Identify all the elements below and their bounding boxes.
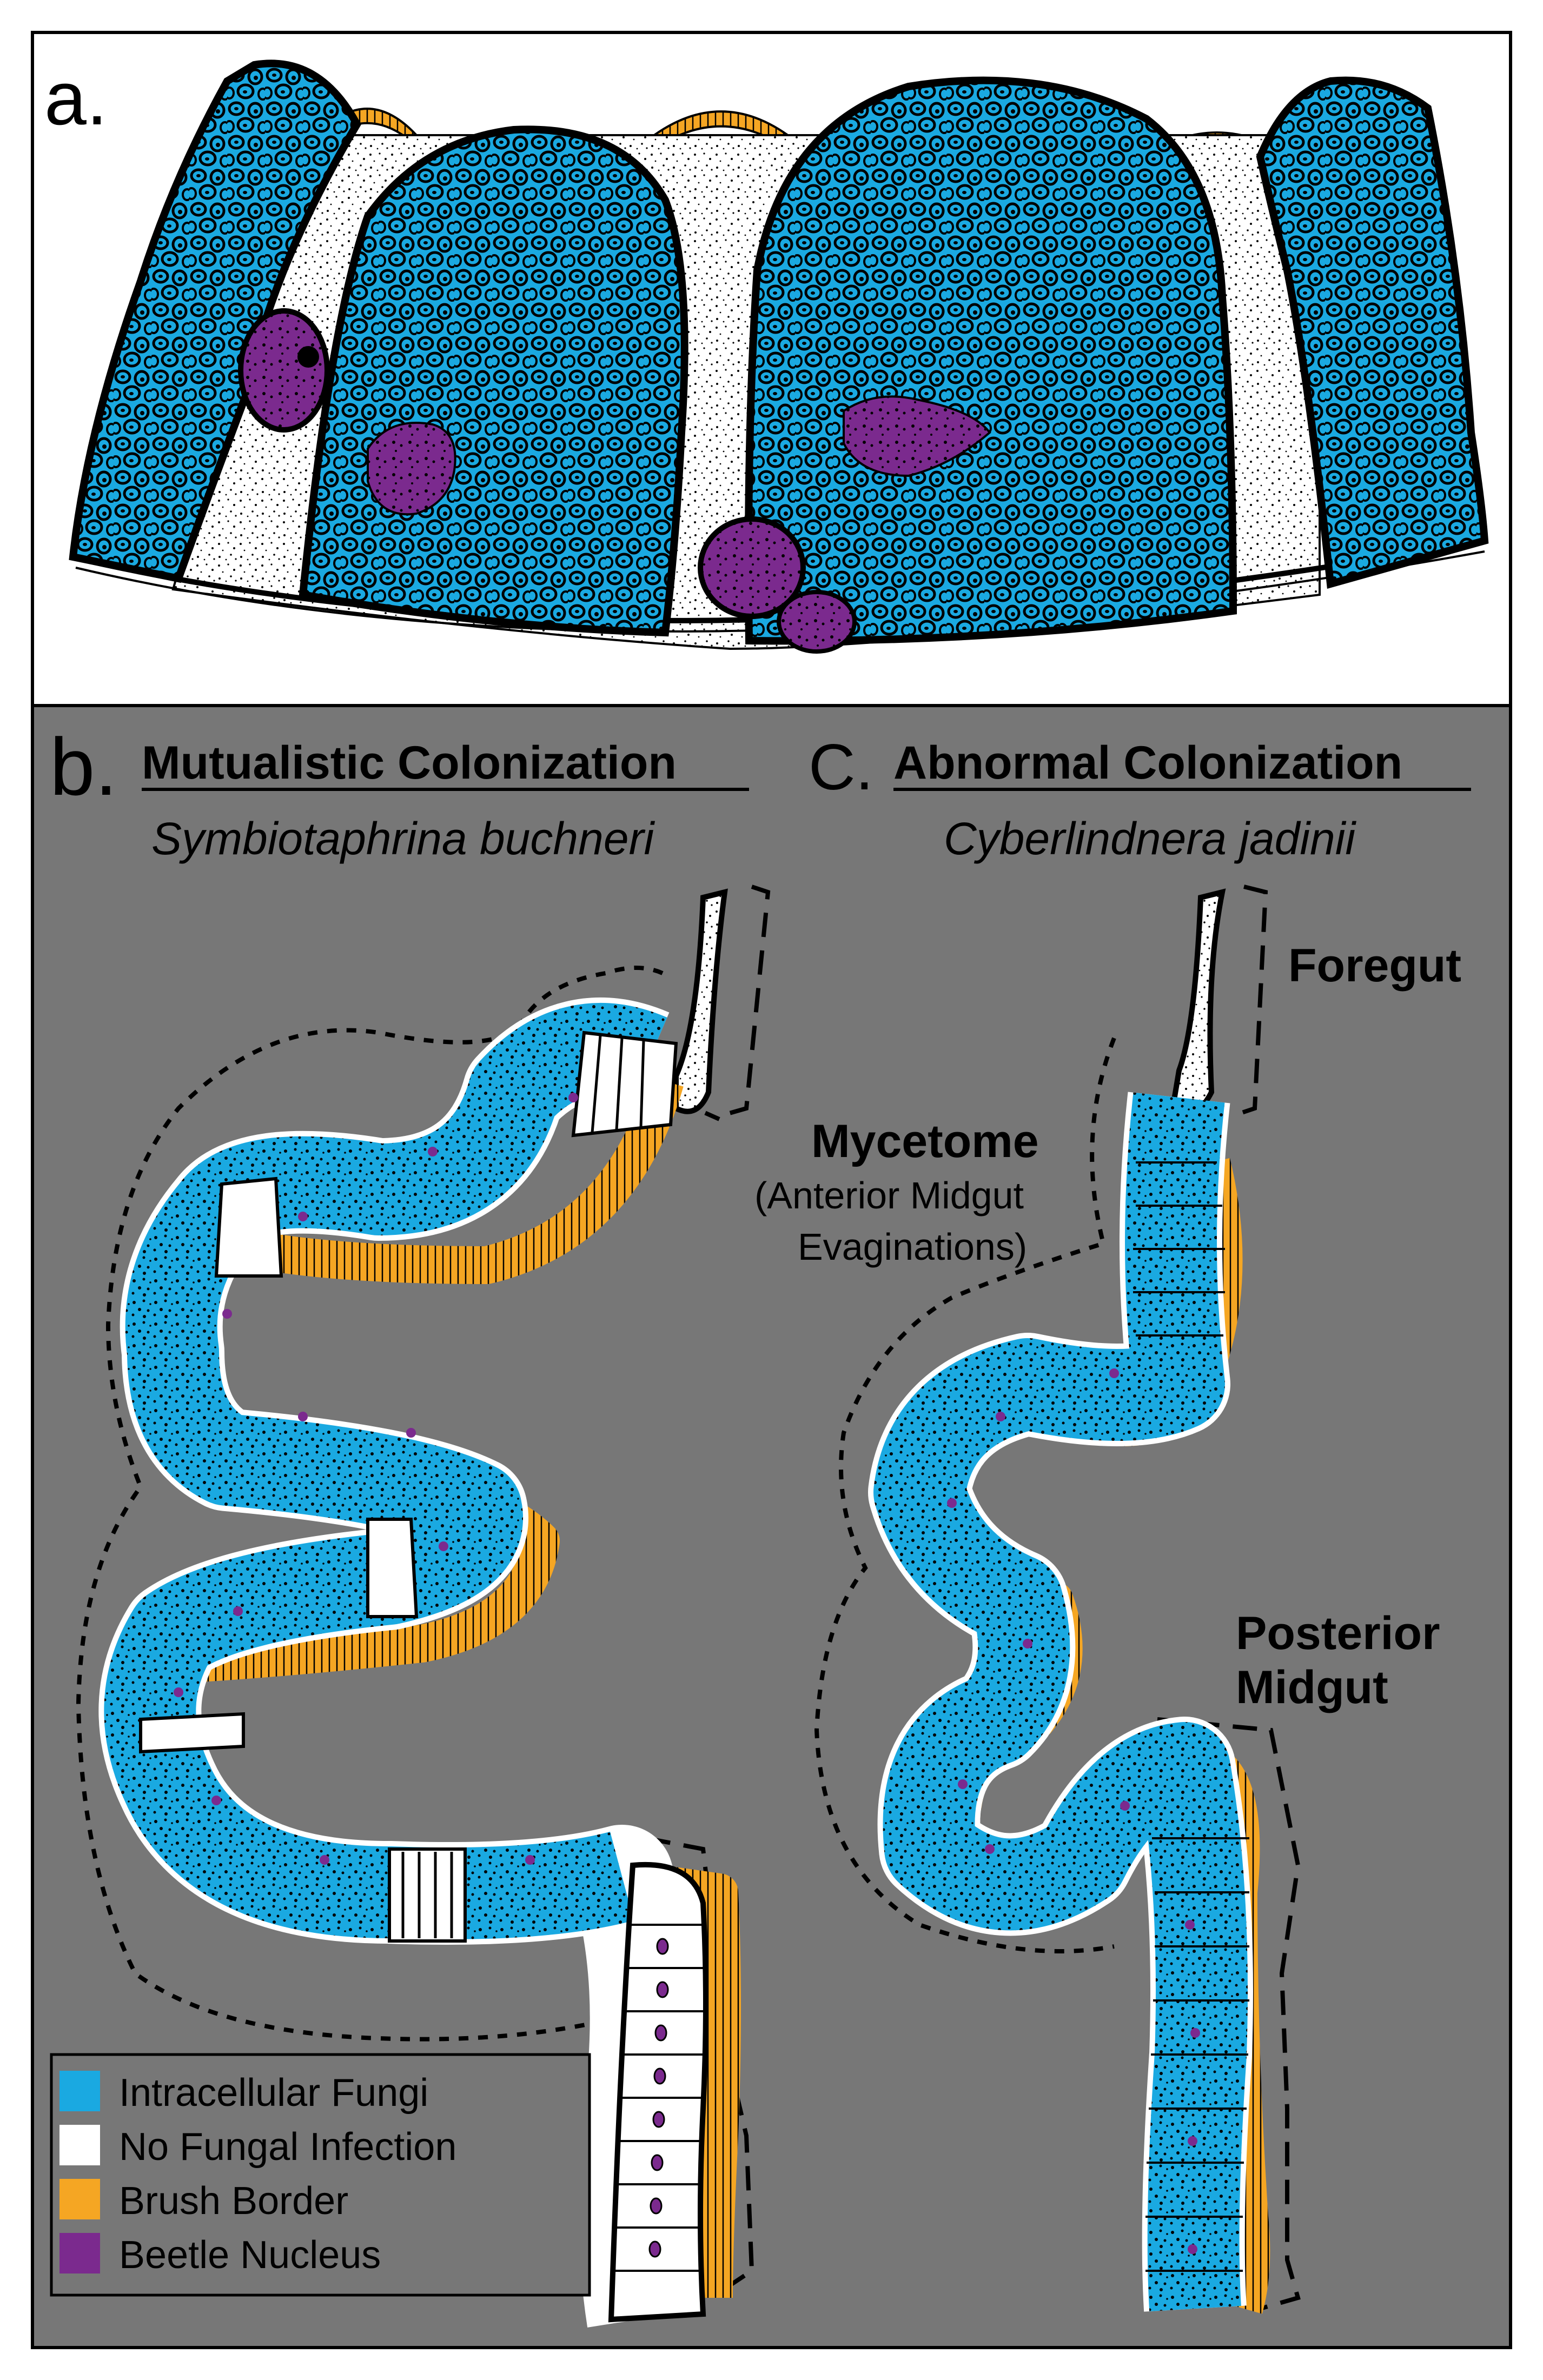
panel-c-label: C.: [809, 731, 873, 803]
nucleus-a-1: [238, 308, 330, 433]
posterior-cells-b: [615, 1924, 704, 2272]
foregut-bracket-c: [1237, 885, 1268, 1116]
mycetome-outline-b: [76, 966, 664, 2042]
nucleus-a-5: [777, 590, 857, 654]
tube-nuclei-c: [947, 1368, 1200, 2254]
mycetome-sublabel-1: (Anterior Midgut: [754, 1174, 1024, 1216]
gut-c: [814, 885, 1301, 2314]
mycetome-sublabel-2: Evaginations): [798, 1226, 1027, 1268]
legend-label-brush: Brush Border: [119, 2179, 348, 2223]
legend: Intracellular Fungi No Fungal Infection …: [50, 2053, 591, 2297]
panel-b-title: Mutualistic Colonization: [142, 737, 677, 789]
legend-label-none: No Fungal Infection: [119, 2125, 456, 2169]
posterior-label-2: Midgut: [1236, 1661, 1388, 1713]
posterior-midgut-b: [608, 1862, 708, 2323]
legend-label-nucleus: Beetle Nucleus: [119, 2233, 381, 2277]
panel-c-title: Abnormal Colonization: [893, 737, 1402, 789]
nucleus-a-3: [843, 395, 991, 477]
nucleus-a-4: [698, 516, 806, 619]
legend-swatch-nucleus: [59, 2233, 100, 2273]
panel-c-species: Cyberlindnera jadinii: [944, 813, 1356, 864]
tube-nuclei-b: [174, 1093, 578, 1865]
cell-group-right: [1256, 76, 1489, 589]
segment-lines-c: [1133, 1161, 1249, 2272]
posterior-bracket-c: [1157, 1717, 1301, 2311]
mycetome-label: Mycetome: [811, 1115, 1039, 1167]
legend-swatch-fungi: [59, 2071, 100, 2111]
segment-lines-b: [401, 1035, 645, 1938]
legend-label-fungi: Intracellular Fungi: [119, 2071, 428, 2115]
mycetome-tube-c: [873, 1092, 1248, 2311]
cell-group-dome-3: [745, 76, 1237, 645]
cell-group-left: [69, 59, 362, 583]
legend-swatch-brush: [59, 2179, 100, 2219]
posterior-label-1: Posterior: [1236, 1607, 1440, 1659]
panel-a: a.: [31, 31, 1512, 707]
uninfected-segments-b: [139, 1031, 678, 1943]
legend-box: [50, 2053, 591, 2297]
legend-swatch-none: [59, 2125, 100, 2165]
panel-bc: b. Mutualistic Colonization Symbiotaphri…: [31, 704, 1512, 2349]
foregut-label: Foregut: [1288, 940, 1461, 992]
panel-b-species: Symbiotaphrina buchneri: [151, 813, 655, 864]
foregut-tube-b: [673, 888, 728, 1114]
gut-b: [76, 885, 771, 2328]
nucleus-a-2: [367, 422, 456, 516]
posterior-nuclei-b: [648, 1938, 669, 2258]
panel-b-label: b.: [50, 721, 117, 812]
mycetome-tube-b: [104, 1003, 667, 1939]
panel-a-label: a.: [44, 56, 108, 141]
mycetome-outline-c: [814, 1037, 1116, 1953]
